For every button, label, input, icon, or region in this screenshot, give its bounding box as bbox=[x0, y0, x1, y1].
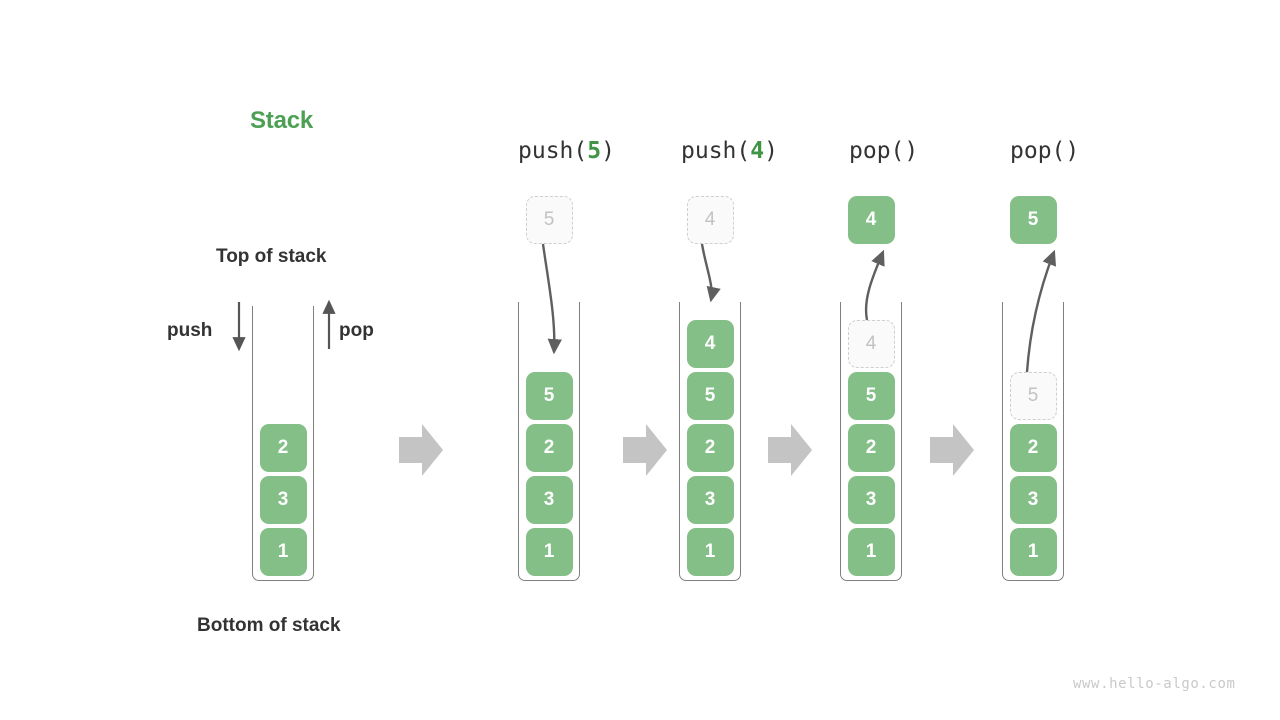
push-flow-arrow-icon bbox=[700, 243, 721, 303]
stack-container-walls bbox=[679, 302, 741, 581]
transition-arrow-icon bbox=[623, 424, 667, 476]
stack-cell: 3 bbox=[525, 476, 573, 524]
stack-container-walls bbox=[1002, 302, 1064, 581]
stack-cell: 2 bbox=[259, 424, 307, 472]
bottom-of-stack-label: Bottom of stack bbox=[197, 615, 341, 636]
top-of-stack-label: Top of stack bbox=[216, 246, 327, 267]
stack-cell: 1 bbox=[686, 528, 734, 576]
op-label-push-4: push(4) bbox=[681, 138, 778, 164]
stack-cell: 3 bbox=[259, 476, 307, 524]
stack-cell: 3 bbox=[686, 476, 734, 524]
ghost-cell-incoming: 5 bbox=[525, 196, 573, 244]
popped-cell: 5 bbox=[1009, 196, 1057, 244]
stack-cell: 5 bbox=[847, 372, 895, 420]
op-label-pop-2: pop() bbox=[1010, 138, 1080, 164]
op-label-pop-1: pop() bbox=[849, 138, 919, 164]
stack-container-walls bbox=[518, 302, 580, 581]
stack-cell: 2 bbox=[847, 424, 895, 472]
watermark: www.hello-algo.com bbox=[1073, 676, 1236, 692]
ghost-cell-removed: 4 bbox=[847, 320, 895, 368]
stack-cell: 1 bbox=[259, 528, 307, 576]
stack-container-walls bbox=[252, 306, 314, 581]
page-title: Stack bbox=[250, 107, 314, 134]
stack-cell: 2 bbox=[1009, 424, 1057, 472]
ghost-cell-removed: 5 bbox=[1009, 372, 1057, 420]
transition-arrow-icon bbox=[399, 424, 443, 476]
stack-cell: 3 bbox=[1009, 476, 1057, 524]
stack-cell: 5 bbox=[525, 372, 573, 420]
stack-cell: 3 bbox=[847, 476, 895, 524]
stack-cell: 2 bbox=[686, 424, 734, 472]
stack-container-walls bbox=[840, 302, 902, 581]
stack-cell: 4 bbox=[686, 320, 734, 368]
push-label: push bbox=[167, 320, 213, 341]
ghost-cell-incoming: 4 bbox=[686, 196, 734, 244]
popped-cell: 4 bbox=[847, 196, 895, 244]
op-label-push-5: push(5) bbox=[518, 138, 615, 164]
stack-cell: 1 bbox=[847, 528, 895, 576]
pop-label: pop bbox=[339, 320, 374, 341]
stack-cell: 1 bbox=[525, 528, 573, 576]
stack-cell: 1 bbox=[1009, 528, 1057, 576]
transition-arrow-icon bbox=[768, 424, 812, 476]
stack-cell: 5 bbox=[686, 372, 734, 420]
transition-arrow-icon bbox=[930, 424, 974, 476]
stack-cell: 2 bbox=[525, 424, 573, 472]
